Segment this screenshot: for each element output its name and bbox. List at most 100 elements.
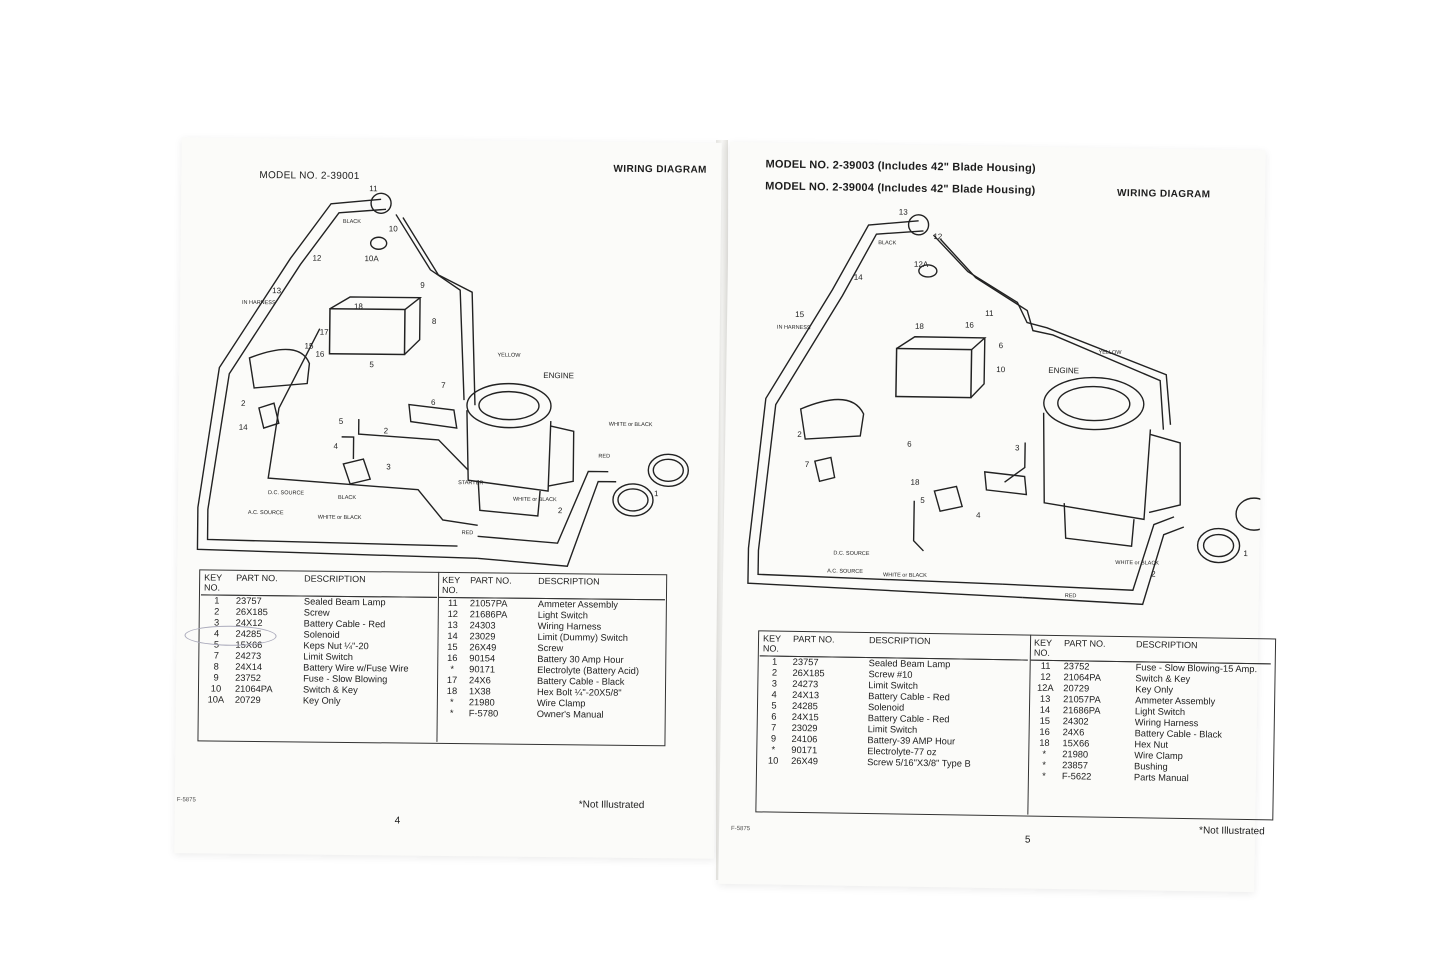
label-ac-source: A.C. SOURCE (827, 568, 863, 575)
svg-text:18: 18 (354, 302, 364, 311)
col-desc: DESCRIPTION (534, 573, 666, 600)
col-desc: DESCRIPTION (1132, 637, 1272, 664)
not-illustrated-note: *Not Illustrated (578, 799, 645, 812)
cell-key-no: * (1042, 748, 1047, 759)
cell-key-no: 18 (446, 685, 458, 697)
label-dc-source: D.C. SOURCE (833, 551, 869, 558)
cell-key-no: 7 (770, 722, 777, 733)
label-dc-source: D.C. SOURCE (268, 490, 304, 496)
callout-11: 11 (369, 184, 378, 193)
svg-text:16: 16 (315, 350, 325, 359)
cell-key-no: 12A (1036, 682, 1054, 693)
page-title: WIRING DIAGRAM (1117, 187, 1211, 201)
label-yellow: YELLOW (497, 353, 521, 359)
svg-text:12A: 12A (914, 260, 929, 269)
cell-key-no: 14 (447, 631, 458, 642)
cell-key-no: 7 (213, 650, 219, 661)
cell-key-no: 12 (1040, 671, 1051, 682)
svg-text:9: 9 (420, 281, 425, 290)
col-key: KEY NO. (438, 572, 468, 598)
model-line-2: MODEL NO. 2-39004 (Includes 42" Blade Ho… (765, 180, 1036, 197)
svg-text:10: 10 (389, 224, 399, 233)
cell-key-no: * (449, 708, 454, 719)
cell-key-no: 10 (767, 755, 779, 766)
cell-key-no: 10A (207, 694, 225, 705)
svg-text:16: 16 (965, 321, 975, 330)
cell-key-no: 12 (447, 609, 459, 620)
footer-code: F-5875 (731, 825, 751, 833)
col-key: KEY NO. (1030, 635, 1062, 661)
cell-key-no: 10 (210, 683, 222, 694)
cell-part-no: 24303 (469, 620, 496, 631)
svg-text:11: 11 (985, 309, 994, 318)
cell-key-no: 2 (214, 606, 220, 617)
svg-text:14: 14 (854, 273, 864, 282)
cell-part-no: 21064PA (234, 683, 273, 695)
model-line-1: MODEL NO. 2-39003 (Includes 42" Blade Ho… (765, 158, 1036, 175)
label-red: RED (598, 454, 610, 460)
cell-description: Owner's Manual (536, 708, 604, 720)
label-engine: ENGINE (543, 371, 574, 380)
svg-text:14: 14 (239, 423, 249, 432)
svg-text:3: 3 (386, 462, 391, 471)
cell-key-no: 16 (1039, 726, 1050, 737)
cell-key-no: 16 (447, 653, 458, 664)
cell-part-no: 20729 (234, 694, 261, 706)
cell-part-no: F-5622 (1061, 771, 1092, 782)
cell-key-no: 6 (771, 711, 777, 722)
col-part: PART NO. (789, 631, 867, 658)
cell-part-no: F-5780 (468, 708, 499, 719)
label-red: RED (1065, 593, 1077, 599)
col-key: KEY NO. (200, 570, 234, 596)
cell-part-no: 90171 (469, 664, 496, 675)
label-black: BLACK (878, 240, 896, 246)
svg-text:4: 4 (333, 442, 338, 451)
svg-text:10: 10 (996, 365, 1006, 374)
cell-description: Key Only (302, 695, 341, 706)
cell-part-no: 23752 (235, 672, 262, 684)
label-starter: STARTER (458, 480, 483, 486)
footer-code: F-5875 (176, 797, 196, 804)
label-ac-source: A.C. SOURCE (248, 510, 284, 516)
left-page: MODEL NO. 2-39001 WIRING DIAGRAM (174, 137, 722, 859)
cell-part-no: 24X6 (469, 675, 491, 686)
svg-text:8: 8 (432, 317, 437, 326)
svg-text:13: 13 (899, 207, 909, 216)
cell-key-no: 14 (1039, 704, 1051, 715)
svg-text:15: 15 (305, 341, 315, 350)
svg-text:2: 2 (797, 430, 802, 439)
svg-text:2: 2 (1151, 570, 1156, 579)
page-number: 5 (1024, 834, 1031, 846)
label-in-harness: IN HARNESS (242, 300, 276, 306)
svg-text:2: 2 (384, 426, 389, 435)
cell-part-no: 21057PA (469, 598, 508, 609)
cell-part-no: 21980 (468, 697, 495, 708)
cell-key-no: 15 (1039, 715, 1051, 726)
cell-key-no: * (450, 664, 455, 675)
cell-part-no: 1X38 (468, 686, 491, 697)
cell-part-no: 26X49 (791, 755, 819, 767)
cell-key-no: 5 (771, 700, 777, 711)
cell-description: Parts Manual (1133, 772, 1189, 784)
label-white-or-black-2: WHITE or BLACK (513, 497, 557, 503)
label-white-or-black: WHITE or BLACK (1115, 560, 1159, 567)
svg-text:12: 12 (933, 232, 943, 241)
page-title: WIRING DIAGRAM (613, 163, 707, 176)
label-black: BLACK (343, 219, 361, 225)
cell-key-no: 3 (771, 678, 778, 689)
svg-text:7: 7 (805, 460, 810, 469)
label-engine: ENGINE (1048, 366, 1079, 375)
table-row: * F-5780 Owner's Manual (438, 708, 664, 721)
cell-part-no: 26X185 (235, 606, 268, 618)
cell-key-no: 11 (1040, 660, 1051, 671)
svg-text:6: 6 (431, 398, 436, 407)
col-part: PART NO. (466, 573, 536, 599)
cell-part-no: 24X14 (235, 661, 263, 673)
cell-part-no: 23029 (469, 631, 496, 642)
svg-text:2: 2 (241, 399, 246, 408)
svg-text:10A: 10A (364, 254, 379, 263)
label-yellow: YELLOW (1099, 350, 1123, 356)
svg-text:17: 17 (320, 328, 330, 337)
svg-text:1: 1 (654, 489, 659, 498)
cell-key-no: 2 (771, 667, 778, 678)
